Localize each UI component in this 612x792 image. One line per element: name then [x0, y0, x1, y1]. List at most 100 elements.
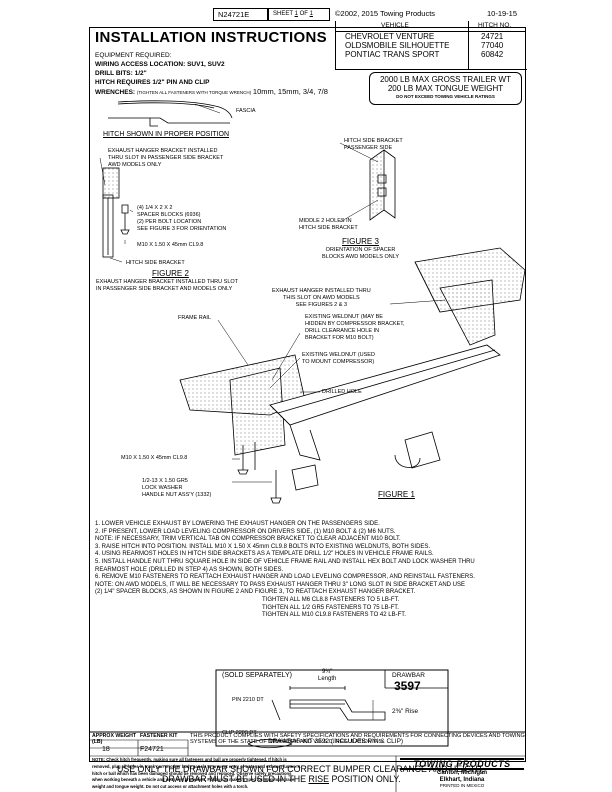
equipment-heading: EQUIPMENT REQUIRED: — [95, 52, 172, 59]
label-line: ORIENTATION OF SPACER — [325, 247, 396, 253]
label-line: HITCH SIDE BRACKET — [344, 138, 403, 144]
wrenches-note: (TIGHTEN ALL FASTENERS WITH TORQUE WRENC… — [136, 90, 252, 95]
label-line: EXHAUST HANGER BRACKET INSTALLED THRU SL… — [96, 279, 239, 285]
label-line: EXISTING WELDNUT (USED — [302, 352, 375, 358]
vehicle-table — [335, 21, 527, 70]
brand-city: Canton, Michigan — [437, 770, 487, 776]
length-value: 9¾" — [321, 669, 333, 675]
rating-gross: 2000 LB MAX GROSS TRAILER WT — [379, 75, 511, 84]
hitch-col-header: HITCH NO. — [478, 22, 512, 29]
must-be-statement: DRAWBAR MUST BE USED IN THE RISE POSITIO… — [162, 774, 401, 784]
label-line: BLOCKS AWD MODELS ONLY — [322, 254, 400, 260]
note-line: when working beneath a vehicle and wear … — [92, 777, 296, 783]
label-line: 1/2-13 X 1.50 GR5 — [142, 478, 188, 484]
note-line: removed, plug all holes in trunk pan or … — [92, 763, 301, 769]
instruction-step: 3. RAISE HITCH INTO POSITION. INSTALL M1… — [95, 543, 431, 550]
spacer-blocks-label: (4) 1/4 X 2 X 2 SPACER BLOCKS (6936) (2)… — [137, 205, 226, 233]
label-line: EXHAUST HANGER BRACKET INSTALLED — [108, 148, 218, 154]
label-line: (2) PER BOLT LOCATION — [137, 219, 202, 225]
label-line: THRU SLOT IN PASSENGER SIDE BRACKET — [108, 155, 224, 161]
note-line: weight and tongue weight. Do not cut acc… — [92, 784, 249, 790]
label-line: LOCK WASHER — [142, 485, 183, 491]
hitch-requires: HITCH REQUIRES 1/2" PIN AND CLIP — [95, 79, 210, 86]
sheet-number: 1 — [294, 11, 298, 17]
label-line: (4) 1/4 X 2 X 2 — [137, 205, 173, 211]
vehicle-col-header: VEHICLE — [381, 22, 409, 29]
sheet-total: 1 — [309, 11, 313, 17]
compliance-line: THIS PRODUCT COMPLIES WITH SAFETY SPECIF… — [190, 733, 525, 739]
must-be-pre: DRAWBAR MUST BE USED IN THE — [162, 774, 309, 784]
drawbar-number: 3597 — [394, 679, 421, 693]
figure-3-title: FIGURE 3 — [342, 237, 379, 246]
vehicle-item: PONTIAC TRANS SPORT — [345, 50, 440, 59]
label-line: SPACER BLOCKS (6936) — [137, 212, 201, 218]
gr5-bolt-label: 1/2-13 X 1.50 GR5 LOCK WASHER HANDLE NUT… — [142, 478, 211, 499]
label-line: HITCH SIDE BRACKET — [299, 225, 358, 231]
brand-city: Elkhart, Indiana — [439, 776, 485, 783]
instruction-step: 6. REMOVE M10 FASTENERS TO REATTACH EXHA… — [95, 574, 475, 581]
drawbar-rise: 2⅜" Rise — [392, 708, 419, 715]
figure-3-caption: ORIENTATION OF SPACER BLOCKS AWD MODELS … — [322, 247, 399, 261]
instruction-step: (2) 1/4" SPACER BLOCKS, AS SHOWN IN FIGU… — [95, 589, 416, 596]
wrenches-label: WRENCHES: — [95, 89, 136, 96]
hitch-side-bracket-label: HITCH SIDE BRACKET — [126, 260, 185, 266]
weight-label: APPROX WEIGHT (LB) — [92, 733, 137, 745]
page-title: INSTALLATION INSTRUCTIONS — [95, 29, 327, 46]
exhaust-awd-label: EXHAUST HANGER INSTALLED THRU THIS SLOT … — [272, 288, 371, 309]
wrenches: WRENCHES: (TIGHTEN ALL FASTENERS WITH TO… — [95, 87, 328, 97]
figure-1-title: FIGURE 1 — [378, 490, 415, 499]
fastener-value: F24721 — [140, 746, 164, 753]
sold-separately: (SOLD SEPARATELY) — [222, 672, 293, 679]
sheet-of: OF — [299, 11, 308, 17]
must-be-rise: RISE — [308, 774, 330, 784]
rating-warning: DO NOT EXCEED TOWING VEHICLE RATINGS — [396, 94, 495, 99]
frame-rail-label: FRAME RAIL — [178, 315, 212, 321]
label-line: EXISTING WELDNUT (MAY BE — [305, 314, 383, 320]
note-line: NOTE: Check hitch frequently, making sur… — [92, 757, 287, 762]
hitch-number-list: 24721 77040 60842 — [481, 32, 503, 59]
vehicle-item: OLDSMOBILE SILHOUETTE — [345, 41, 450, 50]
label-line: SEE FIGURE 3 FOR ORIENTATION — [137, 226, 227, 232]
vehicle-list: CHEVROLET VENTURE OLDSMOBILE SILHOUETTE … — [345, 32, 449, 59]
drawbar-length: 9¾" Length — [318, 669, 336, 683]
drilled-hole-label: DRILLED HOLE — [322, 389, 362, 395]
printed-in: PRINTED IN MEXICO — [439, 783, 485, 788]
label-line: TO MOUNT COMPRESSOR) — [302, 359, 375, 365]
wrenches-sizes: 10mm, 15mm, 3/4, 7/8 — [252, 87, 328, 96]
label-line: PASSENGER SIDE — [344, 145, 393, 151]
note-line: hitch or ball which has been damaged sho… — [92, 770, 292, 776]
instruction-step: REARMOST HOLE (DRILLED IN STEP 4) AS SHO… — [95, 566, 284, 573]
instruction-list: 1. LOWER VEHICLE EXHAUST BY LOWERING THE… — [95, 521, 520, 597]
label-line: EXHAUST HANGER INSTALLED THRU — [272, 288, 371, 294]
brand-block: TOWING PRODUCTS Canton, Michigan Elkhart… — [400, 758, 524, 789]
sheet-label: SHEET — [273, 11, 293, 17]
label-line: HIDDEN BY COMPRESSOR BRACKET, — [305, 321, 405, 327]
hitch-number: 24721 — [481, 32, 504, 41]
m10-bolt-label: M10 X 1.50 X 45mm CL9.8 — [137, 242, 204, 248]
figure-2-title: FIGURE 2 — [152, 269, 189, 278]
hitch-number: 77040 — [481, 41, 504, 50]
label-line: IN PASSENGER SIDE BRACKET AND MODELS ONL… — [96, 286, 233, 292]
torque-specs: TIGHTEN ALL M6 CL8.8 FASTENERS TO 5 LB-F… — [262, 597, 406, 620]
compliance-statement: THIS PRODUCT COMPLIES WITH SAFETY SPECIF… — [190, 733, 525, 745]
passenger-bracket-label: HITCH SIDE BRACKET PASSENGER SIDE — [344, 138, 403, 152]
page-frame — [89, 27, 526, 762]
rating-tongue: 200 LB MAX TONGUE WEIGHT — [387, 84, 504, 93]
label-line: THIS SLOT ON AWD MODELS — [283, 295, 360, 301]
label-line: BRACKET FOR M10 BOLT) — [305, 335, 374, 341]
must-be-post: POSITION ONLY. — [329, 774, 401, 784]
torque-line: TIGHTEN ALL 1/2 GR5 FASTENERS TO 75 LB-F… — [262, 604, 399, 611]
label-line: DRILL CLEARANCE HOLE IN — [305, 328, 380, 334]
label-line: SEE FIGURES 2 & 3 — [295, 302, 348, 308]
instruction-step: 4. USING REARMOST HOLES IN HITCH SIDE BR… — [95, 551, 434, 558]
use-only-statement: USE ONLY THE DRAWBAR SHOWN FOR CORRECT B… — [117, 764, 485, 774]
hitch-number: 60842 — [481, 50, 504, 59]
instruction-step: 5. INSTALL HANDLE NUT THRU SQUARE HOLE I… — [95, 558, 475, 565]
middle-holes-label: MIDDLE 2 HOLES IN HITCH SIDE BRACKET — [299, 218, 358, 232]
fascia-label: FASCIA — [236, 108, 256, 114]
fastener-label: FASTENER KIT — [140, 733, 178, 739]
equipment-section: EQUIPMENT REQUIRED: WIRING ACCESS LOCATI… — [95, 51, 328, 97]
label-line: HANDLE NUT ASS'Y (1332) — [142, 492, 212, 498]
torque-line: TIGHTEN ALL M10 CL9.8 FASTENERS TO 42 LB… — [262, 612, 406, 619]
